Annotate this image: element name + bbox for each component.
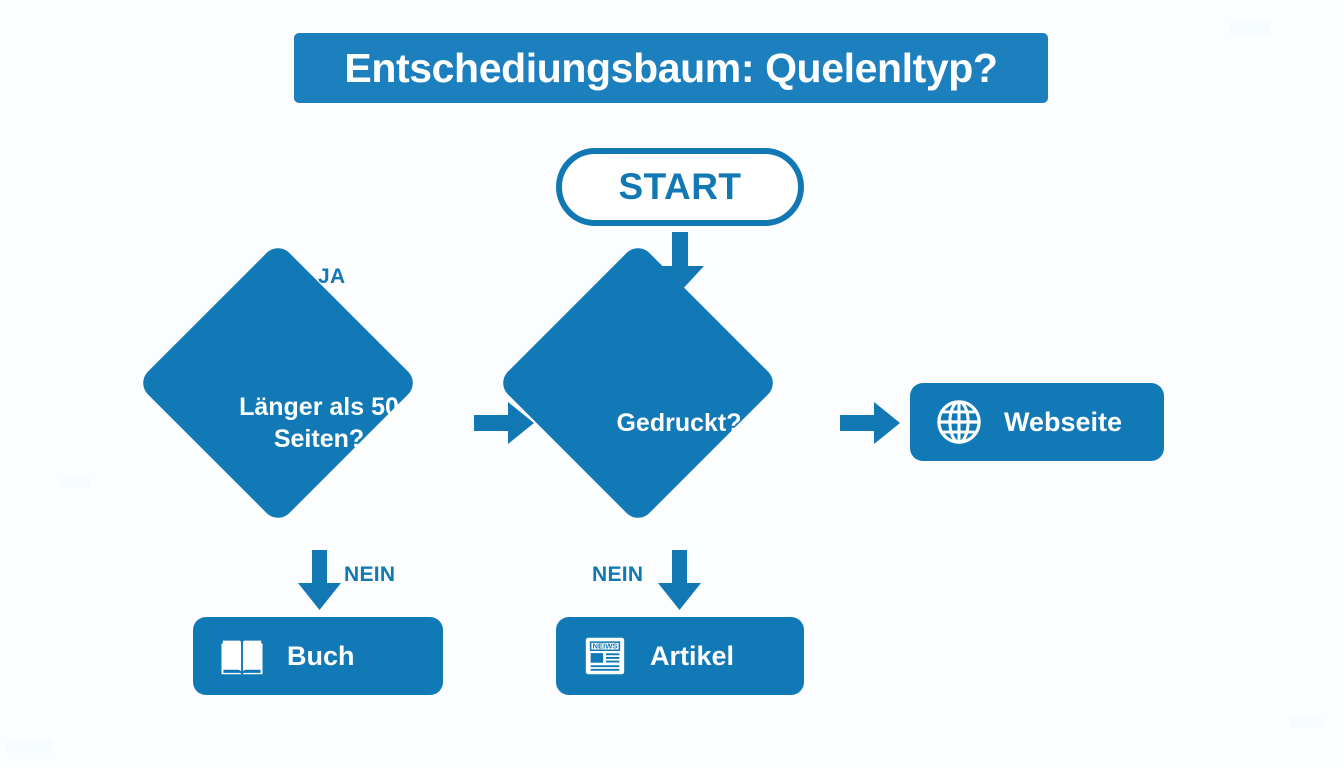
node-decision-seiten[interactable] <box>136 241 420 525</box>
node-start-label: START <box>618 166 742 207</box>
node-result-buch[interactable]: Buch <box>193 617 443 695</box>
edge-label-nein-artikel: NEIN <box>592 563 644 586</box>
node-result-buch-label: Buch <box>287 640 355 671</box>
node-result-artikel-label: Artikel <box>650 640 735 671</box>
title-banner: Entschediungsbaum: Quelenltyp? <box>294 33 1048 103</box>
globe-icon <box>937 400 981 444</box>
open-book-icon <box>221 640 263 675</box>
background-texture <box>1290 718 1324 728</box>
node-start[interactable]: START <box>556 148 804 226</box>
background-texture <box>60 478 90 488</box>
arrow-seiten-to-buch <box>298 550 341 610</box>
page-title: Entschediungsbaum: Quelenltyp? <box>344 44 998 91</box>
arrow-gedruckt-to-artikel <box>658 550 701 610</box>
node-result-webseite-label: Webseite <box>1004 406 1123 437</box>
newspaper-icon: NEIWS <box>585 637 625 675</box>
arrow-gedruckt-to-webseite <box>840 402 900 444</box>
edge-label-ja: JA <box>318 265 346 288</box>
node-result-artikel[interactable]: NEIWS Artikel <box>556 617 804 695</box>
edge-label-nein-buch: NEIN <box>344 563 396 586</box>
node-decision-gedruckt[interactable] <box>496 241 780 525</box>
background-texture <box>6 740 52 753</box>
background-texture <box>1230 22 1270 34</box>
newspaper-masthead-text: NEIWS <box>592 642 617 651</box>
node-result-webseite[interactable]: Webseite <box>910 383 1164 461</box>
arrow-seiten-to-gedruckt <box>474 402 534 444</box>
